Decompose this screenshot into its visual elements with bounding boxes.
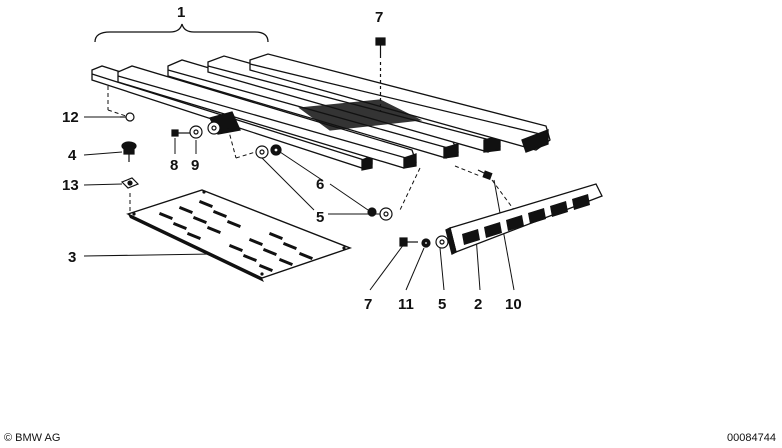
callout-4: 4 — [68, 147, 77, 164]
callout-13: 13 — [62, 177, 79, 194]
callout-1: 1 — [177, 4, 185, 21]
vent-panel-3 — [126, 189, 353, 282]
clip-13 — [120, 177, 140, 189]
callout-5-lower: 5 — [438, 296, 446, 313]
knob-4 — [121, 141, 137, 162]
hardware-lower — [399, 235, 449, 249]
callout-12: 12 — [62, 109, 79, 126]
leader-lines — [83, 116, 515, 291]
bolt-top — [375, 37, 386, 112]
rack-rails — [91, 53, 551, 171]
callout-10: 10 — [505, 296, 522, 313]
group-bracket — [94, 23, 269, 43]
screw-8-washer-9 — [171, 121, 221, 139]
screw-10 — [477, 169, 493, 180]
screw-12 — [120, 112, 135, 122]
callout-5-upper: 5 — [316, 209, 324, 226]
copyright-label: © BMW AG — [4, 432, 61, 444]
callout-7-bottom: 7 — [364, 296, 372, 313]
callout-6: 6 — [316, 176, 324, 193]
callout-8: 8 — [170, 157, 178, 174]
vent-strip-2 — [445, 183, 603, 255]
callout-3: 3 — [68, 249, 76, 266]
callout-2: 2 — [474, 296, 482, 313]
callout-11: 11 — [398, 296, 414, 313]
callout-7-top: 7 — [375, 9, 383, 26]
washers-upper — [255, 144, 282, 159]
document-number: 00084744 — [727, 432, 776, 444]
callout-9: 9 — [191, 157, 199, 174]
